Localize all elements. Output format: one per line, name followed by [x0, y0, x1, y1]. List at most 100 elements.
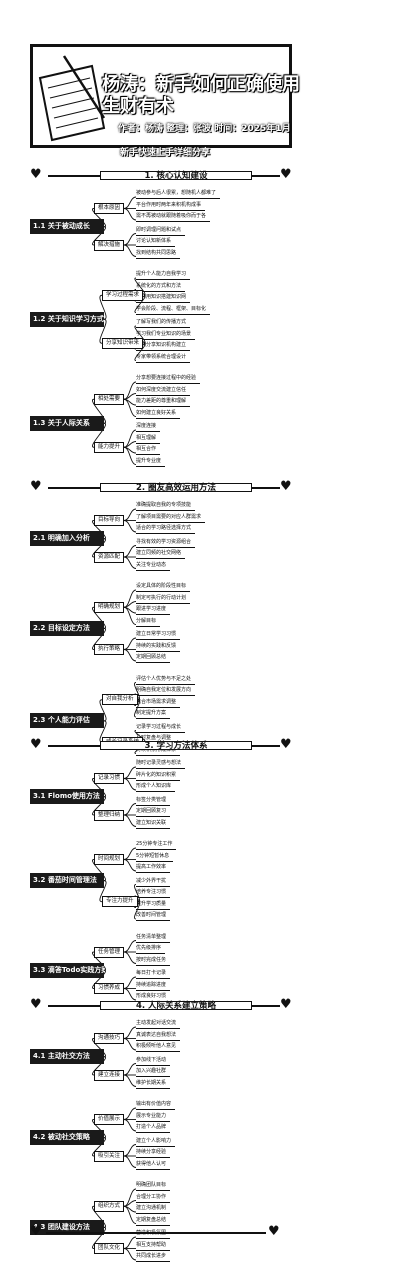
- leaf-item: 持续追踪进度: [136, 982, 171, 991]
- leaf-item: 被动参与后人很累，想随机人都难了: [136, 190, 221, 199]
- leaf-item: 讨论认知新体系: [136, 238, 176, 247]
- leaf-item: 准确提取自我的专项技能: [136, 502, 196, 511]
- sub-node: 明确规划: [94, 601, 125, 613]
- footer-divider: [46, 1232, 266, 1234]
- sub-node: 执行策略: [94, 644, 125, 655]
- author-meta: 作者：杨涛 整理：张波 时间：2025年1月: [118, 124, 291, 134]
- category-node: 1.1 关于被动成长: [30, 219, 104, 235]
- leaf-item: 每日打卡记录: [136, 970, 171, 979]
- leaf-item: 明确团队目标: [136, 1182, 171, 1191]
- leaf-item: 共同成长进步: [136, 1253, 171, 1262]
- sub-node: 对自我分析: [102, 694, 138, 706]
- leaf-item: 获得他人认可: [136, 1161, 171, 1170]
- leaf-item: 分解目标: [136, 618, 161, 627]
- page-subtitle: 新手快速上手详细分享: [120, 148, 211, 158]
- leaf-item: 如何建立良好关系: [136, 410, 181, 419]
- heart-icon: ♥: [30, 997, 42, 1012]
- leaf-item: 持续分享经验: [136, 1149, 171, 1158]
- sub-node: 价值展示: [94, 1114, 125, 1125]
- sub-node: 记录习惯: [94, 773, 125, 784]
- category-node: 3.2 番茄时间管理法: [30, 873, 104, 889]
- leaf-item: 相互合作: [136, 446, 161, 455]
- leaf-item: 提升专业度: [136, 458, 166, 467]
- section-title-box: 3. 学习方法体系: [100, 741, 252, 751]
- category-node: 2.1 明确加入分析: [30, 531, 104, 547]
- leaf-item: 平台作用时两年来积机构成事: [136, 202, 206, 211]
- banner-rule: [252, 175, 280, 177]
- leaf-item: 分享想要连接过程中的经验: [136, 375, 201, 384]
- heart-icon: ♥: [280, 479, 292, 494]
- leaf-item: 明确自我定位和发展方向: [136, 687, 196, 696]
- leaf-item: 结合市场需求调整: [136, 699, 181, 708]
- leaf-item: 真诚表达自我想法: [136, 1032, 181, 1041]
- banner-rule: [48, 175, 100, 177]
- leaf-item: 优先级排序: [136, 945, 166, 954]
- section-title: 1. 核心认知建设: [144, 171, 208, 181]
- leaf-item: 专家带领系统合理设计: [136, 354, 191, 363]
- leaf-item: 提升学习质量: [136, 901, 171, 910]
- heart-icon: ♥: [30, 479, 42, 494]
- leaf-item: 按时完成任务: [136, 957, 171, 966]
- section-banner: ♥ 2. 圈友高效运用方法 ♥: [30, 479, 292, 496]
- leaf-item: 能力差距的尊重和理解: [136, 398, 191, 407]
- sub-node: 任务管理: [94, 946, 125, 958]
- sub-node: 根本原因: [94, 203, 125, 214]
- category-node: 4.1 主动社交方法: [30, 1049, 104, 1065]
- leaf-item: 建立知识关联: [136, 820, 171, 829]
- leaf-item: 培养专注习惯: [136, 889, 171, 898]
- notebook-illustration: [34, 48, 106, 144]
- sub-node: 时间规划: [94, 854, 125, 865]
- category-node: 1.2 关于知识学习方式: [30, 311, 104, 327]
- sub-node: 团队文化: [94, 1243, 125, 1254]
- leaf-item: 随时记录灵感与想法: [136, 760, 186, 769]
- banner-rule: [252, 745, 280, 747]
- section-title-box: 2. 圈友高效运用方法: [100, 483, 252, 493]
- sub-node: 能力提升: [94, 441, 125, 453]
- leaf-item: 持续的实践和反馈: [136, 643, 181, 652]
- leaf-item: 定期复盘总结: [136, 1217, 171, 1226]
- leaf-item: 评估个人优势与不足之处: [136, 676, 196, 685]
- section-title: 3. 学习方法体系: [144, 741, 208, 751]
- leaf-item: 维护长期关系: [136, 1080, 171, 1089]
- leaf-item: 建立同频的社交网络: [136, 550, 186, 559]
- leaf-item: 5分钟短暂休息: [136, 853, 174, 862]
- section-title: 2. 圈友高效运用方法: [135, 483, 217, 493]
- banner-rule: [48, 1005, 100, 1007]
- leaf-item: 学会阶段、流程、框架、目标化: [136, 306, 211, 315]
- sub-node: 解决措施: [94, 239, 125, 251]
- section-title-box: 4. 人际关系建立策略: [100, 1001, 252, 1011]
- leaf-item: 标签分类管理: [136, 797, 171, 806]
- section-title: 4. 人际关系建立策略: [135, 1001, 217, 1011]
- sub-node: 沟通技巧: [94, 1033, 125, 1044]
- leaf-item: 即时调理问题和试点: [136, 227, 186, 236]
- sub-node: 资源匹配: [94, 551, 125, 563]
- heart-icon: ♥: [280, 997, 292, 1012]
- leaf-item: 提升个人能力自我学习: [136, 271, 191, 280]
- leaf-item: 跟进学习进度: [136, 606, 171, 615]
- heart-icon: ♥: [30, 167, 42, 182]
- leaf-item: 了解写我们的传播方式: [136, 319, 191, 328]
- leaf-item: 展示专业能力: [136, 1113, 171, 1122]
- leaf-item: 深度连接: [136, 423, 161, 432]
- category-node: 4.3 团队建设方法: [30, 1219, 104, 1235]
- leaf-item: 任务清单整理: [136, 934, 171, 943]
- leaf-item: 学习用知识搭建知识网: [136, 294, 191, 303]
- heart-icon: ♥: [280, 167, 292, 182]
- leaf-item: 输出有价值内容: [136, 1101, 176, 1110]
- leaf-item: 减少外界干扰: [136, 878, 171, 887]
- leaf-item: 关注专业动态: [136, 562, 171, 571]
- sub-node: 组织方式: [94, 1200, 125, 1212]
- leaf-item: 相互支持帮助: [136, 1242, 171, 1251]
- leaf-item: 系统化的方式和方法: [136, 283, 186, 292]
- leaf-item: 记录学习过程与成长: [136, 724, 186, 733]
- sub-node: 学习过程需求: [102, 289, 144, 301]
- leaf-item: 打造个人品牌: [136, 1124, 171, 1133]
- banner-rule: [252, 1005, 280, 1007]
- leaf-item: 改善时间管理: [136, 912, 171, 921]
- page-title-line1: 杨涛：新手如何正确使用: [102, 74, 300, 95]
- leaf-item: 碎片化的知识积累: [136, 772, 181, 781]
- section-title-box: 1. 核心认知建设: [100, 171, 252, 181]
- leaf-item: 形成个人知识库: [136, 783, 176, 792]
- heart-icon: ♥: [30, 1224, 42, 1239]
